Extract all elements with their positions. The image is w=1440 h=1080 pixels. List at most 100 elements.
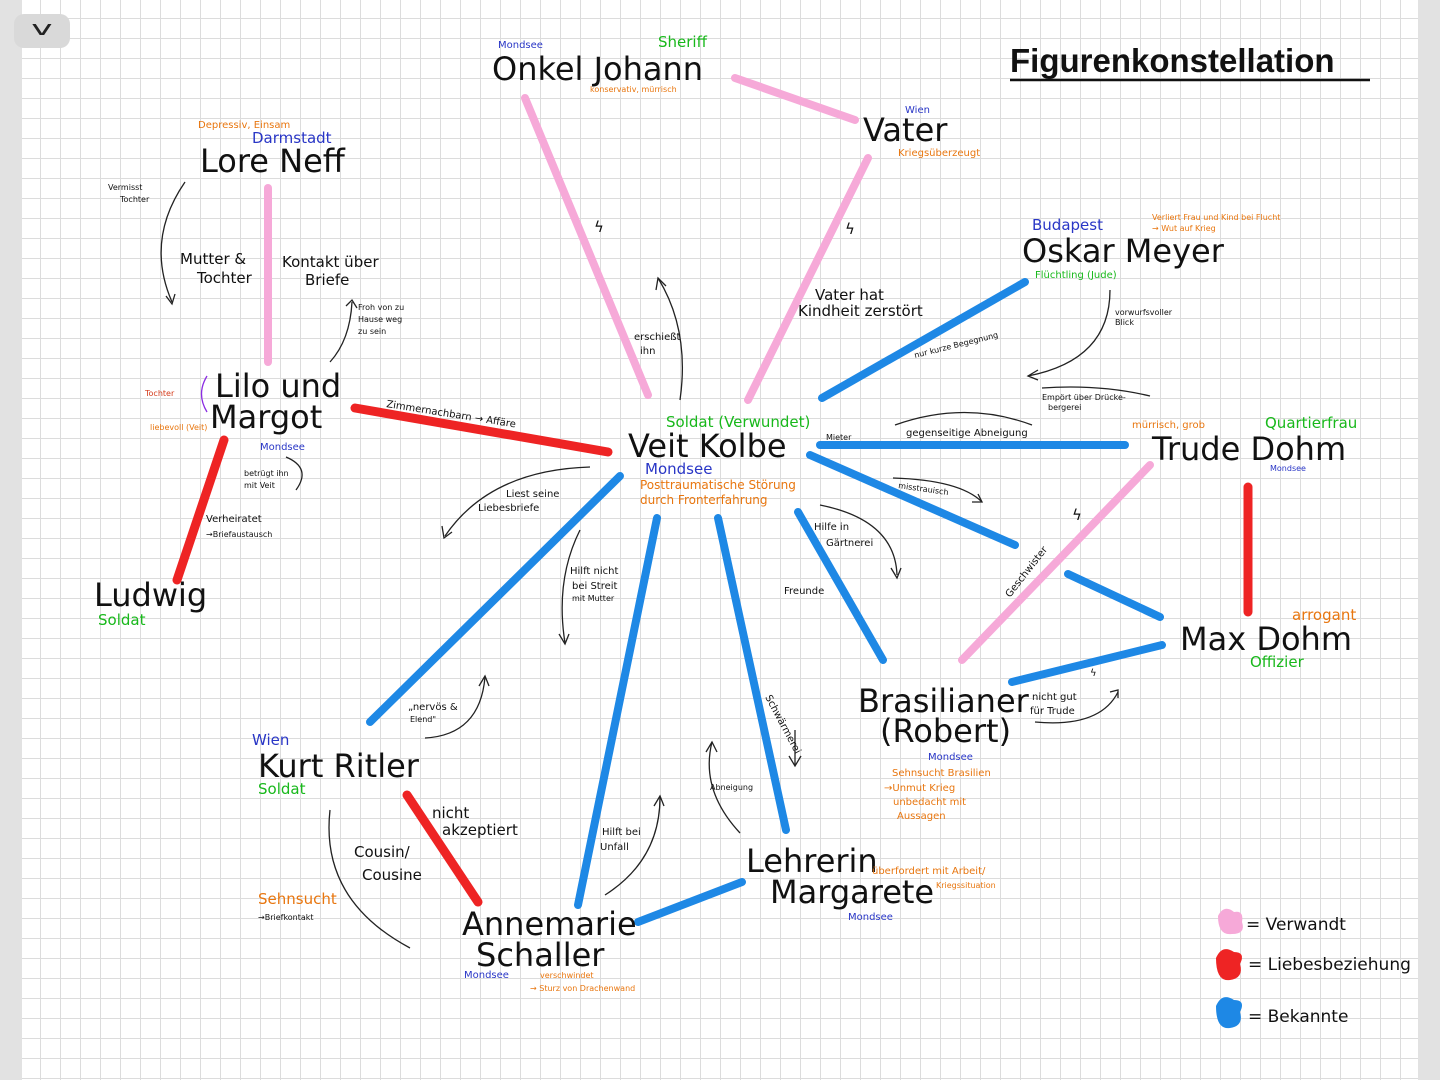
oskar-name: Oskar Meyer [1022, 232, 1225, 270]
lilo-name-2: Margot [210, 398, 322, 436]
line-annemarie-margarete [634, 878, 746, 926]
legend: = Verwandt = Liebesbeziehung = Bekannte [1216, 908, 1411, 1029]
margarete-trait: überfordert mit Arbeit/ [872, 866, 986, 877]
rel-nicht-akz-2: akzeptiert [442, 821, 518, 839]
rel-betruegt-2: mit Veit [244, 481, 275, 490]
trude-trait: mürrisch, grob [1132, 420, 1205, 431]
annemarie-trait: verschwindet [540, 971, 594, 980]
trude-role: Quartierfrau [1265, 414, 1357, 432]
rel-cousin-2: Cousine [362, 866, 422, 884]
rel-nicht-gut-1: nicht gut [1032, 692, 1077, 703]
page-title: Figurenkonstellation [1010, 42, 1335, 79]
line-lilo-veit [350, 403, 613, 457]
line-veit-margarete [714, 514, 790, 834]
rel-vorwurf-2: Blick [1115, 318, 1134, 327]
line-brasilianer-max [1008, 641, 1166, 686]
line-veit-oskar [818, 278, 1029, 402]
rel-betruegt-1: betrügt ihn [244, 469, 289, 478]
oskar-place: Budapest [1032, 216, 1103, 234]
lilo-place: Mondsee [260, 442, 305, 453]
rel-nicht-gut-2: für Trude [1030, 706, 1075, 717]
lightning-vater: ϟ [845, 220, 855, 238]
max-role: Offizier [1250, 653, 1305, 671]
right-margin [1418, 0, 1440, 1080]
veit-place: Mondsee [645, 460, 712, 478]
rel-erschiesst-2: ihn [640, 346, 655, 357]
vater-place: Wien [905, 105, 930, 116]
rel-freunde: Freunde [784, 586, 824, 597]
annemarie-place: Mondsee [464, 970, 509, 981]
lilo-name-1: Lilo und [215, 367, 341, 405]
margarete-name-2: Margarete [770, 873, 934, 911]
brasilianer-name-1: Brasilianer [858, 682, 1030, 720]
brasilianer-trait-2: →Unmut Krieg [884, 783, 955, 794]
line-lilo-ludwig [172, 435, 229, 585]
legend-swatch-bekannte [1216, 997, 1242, 1029]
rel-verheiratet-1: Verheiratet [206, 514, 262, 525]
rel-mutter-2: Tochter [196, 269, 253, 287]
onkel-role: Sheriff [658, 33, 708, 51]
rel-cousin-1: Cousin/ [354, 843, 411, 861]
line-vater-veit [744, 154, 872, 404]
rel-empoert-1: Empört über Drücke- [1042, 393, 1126, 402]
brasilianer-trait-4: Aussagen [897, 811, 946, 822]
brasilianer-trait-1: Sehnsucht Brasilien [892, 768, 991, 779]
veit-trait: Posttraumatische Störung durch Fronterfa… [640, 478, 796, 507]
line-max-dohm [1064, 570, 1164, 621]
line-veit-brasilianer [794, 508, 887, 664]
left-margin [0, 0, 22, 1080]
line-onkel-veit [521, 94, 652, 399]
rel-kontakt-1: Kontakt über [282, 253, 379, 271]
legend-label-liebe: = Liebesbeziehung [1248, 955, 1411, 975]
trude-name: Trude Dohm [1151, 430, 1346, 468]
rel-hilfe-garten-2: Gärtnerei [826, 538, 873, 549]
rel-abneigung-gegen: gegenseitige Abneigung [906, 428, 1028, 439]
brasilianer-name-2: (Robert) [880, 712, 1011, 750]
rel-mutter-1: Mutter & [180, 250, 246, 268]
rel-hilft-unfall-1: Hilft bei [602, 827, 641, 838]
collapse-button[interactable]: v [14, 14, 70, 48]
rel-hilft-nicht-2: bei Streit [572, 581, 618, 592]
lore-place: Darmstadt [252, 129, 332, 147]
rel-hilfe-garten-1: Hilfe in [814, 522, 849, 533]
rel-hilft-nicht-1: Hilft nicht [570, 566, 618, 577]
rel-vorwurf-1: vorwurfsvoller [1115, 308, 1173, 317]
rel-hilft-nicht-3: mit Mutter [572, 594, 615, 603]
line-kurt-annemarie [402, 790, 483, 907]
rel-froh-1: Froh von zu [358, 303, 404, 312]
rel-vermisst-1: Vermisst [108, 183, 142, 192]
lightning-max: ϟ [1090, 668, 1097, 679]
rel-liest-1: Liest seine [506, 489, 559, 500]
line-onkel-vater [731, 74, 859, 124]
rel-hilft-unfall-2: Unfall [600, 842, 629, 853]
brasilianer-place: Mondsee [928, 752, 973, 763]
lore-trait: Depressiv, Einsam [198, 120, 290, 131]
legend-label-bekannte: = Bekannte [1248, 1007, 1348, 1027]
lilo-tag: Tochter [144, 389, 175, 398]
max-name: Max Dohm [1180, 620, 1352, 658]
onkel-name: Onkel Johann [492, 50, 703, 88]
ludwig-role: Soldat [98, 611, 146, 629]
oskar-trait: Verliert Frau und Kind bei Flucht → Wut … [1152, 213, 1281, 233]
margarete-name-1: Lehrerin [746, 842, 878, 880]
max-trait: arrogant [1292, 606, 1356, 624]
rel-froh-2: Hause weg [358, 315, 402, 324]
lore-name: Lore Neff [200, 142, 346, 180]
kurt-name: Kurt Ritler [258, 747, 420, 785]
chevron-down-icon: v [31, 16, 53, 40]
vater-name: Vater [863, 111, 948, 149]
rel-vater-1: Vater hat [815, 286, 884, 304]
kurt-trait: Sehnsucht [258, 890, 337, 908]
rel-verheiratet-2: →Briefaustausch [206, 530, 272, 539]
rel-abneigung: Abneigung [710, 783, 753, 792]
annemarie-name-2: Schaller [476, 936, 605, 974]
lilo-trait: liebevoll (Veit) [150, 423, 207, 432]
rel-kontakt-2: Briefe [305, 271, 349, 289]
oskar-role: Flüchtling (Jude) [1035, 270, 1117, 281]
rel-nervoes-2: Elend" [410, 715, 436, 724]
rel-vater-2: Kindheit zerstört [798, 302, 923, 320]
legend-swatch-liebe [1216, 949, 1242, 981]
margarete-place: Mondsee [848, 912, 893, 923]
line-trude-brasilianer [958, 461, 1154, 664]
